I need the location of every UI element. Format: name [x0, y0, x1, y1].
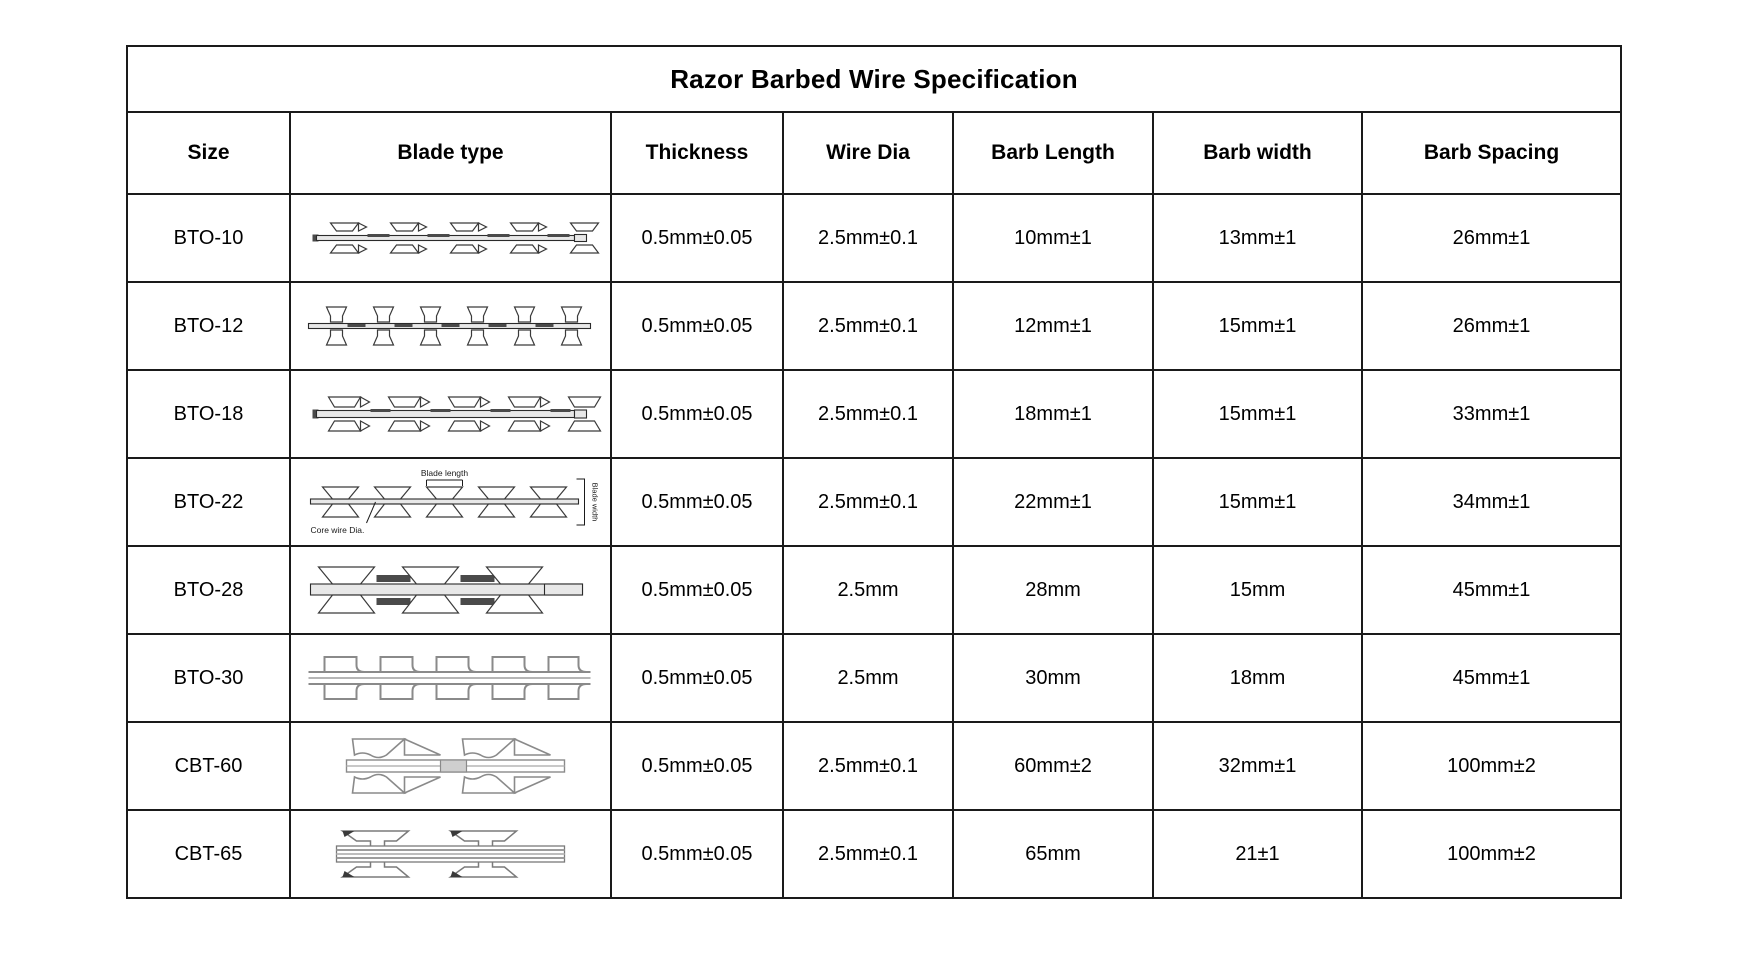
cell-thickness: 0.5mm±0.05	[610, 721, 784, 811]
cell-barb-length: 22mm±1	[952, 457, 1154, 547]
column-header-barb-length: Barb Length	[952, 111, 1154, 195]
cbt-65-blade-diagram	[291, 817, 610, 891]
cell-barb-spacing: 100mm±2	[1360, 809, 1623, 899]
cell-wire-dia: 2.5mm±0.1	[782, 809, 954, 899]
cell-thickness: 0.5mm±0.05	[610, 193, 784, 283]
table-row: CBT-60	[126, 721, 1623, 811]
cell-wire-dia: 2.5mm±0.1	[782, 281, 954, 371]
razor-barbed-wire-specification-table: Razor Barbed Wire Specification Size Bla…	[125, 45, 1623, 899]
cell-barb-width: 18mm	[1152, 633, 1363, 723]
cell-blade-type	[289, 721, 612, 811]
cell-blade-type	[289, 193, 612, 283]
diagram-label-blade-width: Blade width	[591, 483, 600, 522]
column-header-barb-spacing: Barb Spacing	[1360, 111, 1623, 195]
diagram-label-blade-length: Blade length	[421, 468, 469, 478]
bto-30-blade-diagram	[291, 641, 610, 715]
cell-barb-spacing: 34mm±1	[1360, 457, 1623, 547]
table-row: CBT-65	[126, 809, 1623, 899]
table-row: BTO-30	[126, 633, 1623, 723]
table-title: Razor Barbed Wire Specification	[125, 45, 1623, 113]
cell-barb-width: 15mm±1	[1152, 369, 1363, 459]
table-row: BTO-18	[126, 369, 1623, 459]
cell-barb-spacing: 26mm±1	[1360, 281, 1623, 371]
cell-barb-width: 15mm±1	[1152, 281, 1363, 371]
cell-barb-length: 60mm±2	[952, 721, 1154, 811]
cell-wire-dia: 2.5mm	[782, 633, 954, 723]
cell-size: CBT-65	[126, 809, 291, 899]
cell-blade-type	[289, 809, 612, 899]
cell-size: BTO-18	[126, 369, 291, 459]
cell-blade-type	[289, 545, 612, 635]
cell-thickness: 0.5mm±0.05	[610, 545, 784, 635]
bto-22-blade-diagram: Blade length Core wire Dia. Blade width	[291, 465, 610, 539]
cell-blade-type	[289, 369, 612, 459]
cell-barb-length: 30mm	[952, 633, 1154, 723]
cell-barb-width: 15mm±1	[1152, 457, 1363, 547]
cell-blade-type	[289, 633, 612, 723]
cell-barb-length: 65mm	[952, 809, 1154, 899]
column-header-blade-type: Blade type	[289, 111, 612, 195]
cell-barb-width: 15mm	[1152, 545, 1363, 635]
cell-barb-width: 32mm±1	[1152, 721, 1363, 811]
column-header-size: Size	[126, 111, 291, 195]
cell-blade-type: Blade length Core wire Dia. Blade width	[289, 457, 612, 547]
cell-barb-length: 28mm	[952, 545, 1154, 635]
spec-table-container: Razor Barbed Wire Specification Size Bla…	[125, 45, 1623, 899]
column-header-wire-dia: Wire Dia	[782, 111, 954, 195]
diagram-label-core-wire-dia: Core wire Dia.	[311, 525, 365, 535]
bto-10-blade-diagram	[291, 201, 610, 275]
cbt-60-blade-diagram	[291, 729, 610, 803]
cell-size: BTO-28	[126, 545, 291, 635]
cell-barb-spacing: 33mm±1	[1360, 369, 1623, 459]
cell-wire-dia: 2.5mm	[782, 545, 954, 635]
table-row: BTO-12	[126, 281, 1623, 371]
column-header-barb-width: Barb width	[1152, 111, 1363, 195]
cell-wire-dia: 2.5mm±0.1	[782, 193, 954, 283]
cell-thickness: 0.5mm±0.05	[610, 457, 784, 547]
cell-barb-length: 10mm±1	[952, 193, 1154, 283]
cell-size: BTO-10	[126, 193, 291, 283]
cell-wire-dia: 2.5mm±0.1	[782, 457, 954, 547]
cell-size: BTO-12	[126, 281, 291, 371]
cell-thickness: 0.5mm±0.05	[610, 809, 784, 899]
bto-18-blade-diagram	[291, 377, 610, 451]
cell-size: BTO-30	[126, 633, 291, 723]
cell-blade-type	[289, 281, 612, 371]
cell-thickness: 0.5mm±0.05	[610, 633, 784, 723]
cell-barb-spacing: 100mm±2	[1360, 721, 1623, 811]
cell-wire-dia: 2.5mm±0.1	[782, 369, 954, 459]
cell-barb-length: 12mm±1	[952, 281, 1154, 371]
cell-wire-dia: 2.5mm±0.1	[782, 721, 954, 811]
cell-barb-spacing: 26mm±1	[1360, 193, 1623, 283]
cell-barb-spacing: 45mm±1	[1360, 545, 1623, 635]
cell-barb-width: 13mm±1	[1152, 193, 1363, 283]
bto-12-blade-diagram	[291, 289, 610, 363]
table-row: BTO-28	[126, 545, 1623, 635]
column-header-thickness: Thickness	[610, 111, 784, 195]
cell-barb-length: 18mm±1	[952, 369, 1154, 459]
table-title-row: Razor Barbed Wire Specification	[125, 45, 1623, 113]
cell-barb-width: 21±1	[1152, 809, 1363, 899]
table-row: BTO-10	[126, 193, 1623, 283]
bto-28-blade-diagram	[291, 553, 610, 627]
cell-thickness: 0.5mm±0.05	[610, 281, 784, 371]
cell-size: CBT-60	[126, 721, 291, 811]
cell-size: BTO-22	[126, 457, 291, 547]
cell-thickness: 0.5mm±0.05	[610, 369, 784, 459]
cell-barb-spacing: 45mm±1	[1360, 633, 1623, 723]
table-header-row: Size Blade type Thickness Wire Dia Barb …	[126, 111, 1623, 195]
table-row: BTO-22	[126, 457, 1623, 547]
